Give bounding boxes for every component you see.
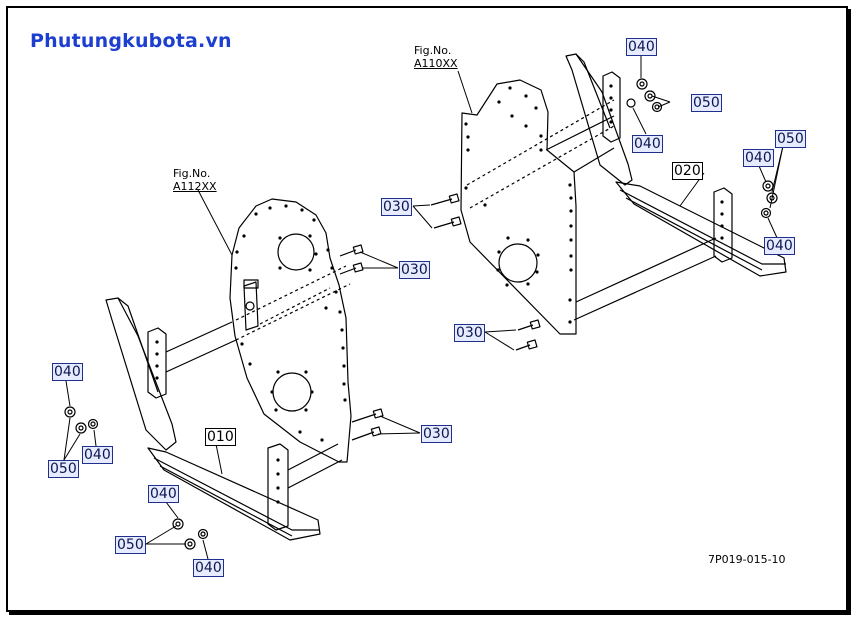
left-rear-nuts-washers bbox=[64, 406, 99, 434]
figure-label: Fig.No. bbox=[173, 167, 211, 180]
left-plate-lower-hole bbox=[272, 372, 312, 412]
figure-reference-right: Fig.No. A110XX bbox=[414, 44, 458, 70]
part-tag-050[interactable]: 050 bbox=[691, 94, 722, 112]
part-tag-040[interactable]: 040 bbox=[82, 446, 113, 464]
right-lower-bolts bbox=[515, 319, 541, 351]
left-frame-upright bbox=[105, 297, 177, 451]
part-tag-040[interactable]: 040 bbox=[743, 149, 774, 167]
part-tag-030[interactable]: 030 bbox=[381, 198, 412, 216]
left-plate-slot bbox=[243, 281, 259, 331]
right-plate-bolt-holes bbox=[464, 86, 573, 324]
left-bracket-holes bbox=[276, 458, 280, 504]
left-frame-rail bbox=[147, 447, 321, 541]
left-mounting-plate bbox=[229, 198, 352, 463]
right-rear-nuts-washers bbox=[626, 78, 663, 113]
left-rear-bracket-holes bbox=[155, 340, 159, 380]
figure-number[interactable]: A112XX bbox=[173, 180, 217, 193]
right-frame-rail bbox=[615, 181, 787, 277]
drawing-code: 7P019-015-10 bbox=[708, 553, 786, 566]
right-rear-bracket-holes bbox=[609, 84, 613, 124]
figure-reference-left: Fig.No. A112XX bbox=[173, 167, 217, 193]
left-frame-rear-bracket bbox=[147, 327, 167, 399]
part-tag-040[interactable]: 040 bbox=[193, 559, 224, 577]
left-frame-front-bracket bbox=[267, 443, 289, 531]
figure-label: Fig.No. bbox=[414, 44, 452, 57]
part-tag-030[interactable]: 030 bbox=[399, 261, 430, 279]
left-upper-bolts bbox=[339, 244, 364, 275]
part-tag-040[interactable]: 040 bbox=[632, 135, 663, 153]
part-tag-040[interactable]: 040 bbox=[764, 237, 795, 255]
right-upper-bolts bbox=[430, 193, 462, 229]
part-tag-050[interactable]: 050 bbox=[115, 536, 146, 554]
part-tag-050[interactable]: 050 bbox=[775, 130, 806, 148]
leader-lines bbox=[63, 56, 784, 560]
part-tag-030[interactable]: 030 bbox=[421, 425, 452, 443]
figure-number[interactable]: A110XX bbox=[414, 57, 458, 70]
left-lower-bolts bbox=[351, 408, 384, 441]
right-frame-front-bracket bbox=[713, 187, 733, 263]
right-frame-rear-bracket bbox=[602, 71, 621, 143]
part-tag-040[interactable]: 040 bbox=[52, 363, 83, 381]
left-plate-upper-hole bbox=[277, 233, 315, 271]
right-frame-upright bbox=[565, 53, 633, 186]
part-tag-050[interactable]: 050 bbox=[48, 460, 79, 478]
left-plate-bolt-holes bbox=[234, 204, 347, 442]
right-mounting-plate bbox=[460, 79, 577, 335]
right-bracket-holes bbox=[720, 200, 724, 240]
part-tag-010[interactable]: 010 bbox=[205, 428, 236, 446]
part-tag-040[interactable]: 040 bbox=[626, 38, 657, 56]
part-tag-020[interactable]: 020 bbox=[672, 162, 703, 180]
part-tag-030[interactable]: 030 bbox=[454, 324, 485, 342]
brand-watermark: Phutungkubota.vn bbox=[30, 30, 232, 52]
right-plate-hole bbox=[498, 243, 538, 283]
part-tag-040[interactable]: 040 bbox=[148, 485, 179, 503]
